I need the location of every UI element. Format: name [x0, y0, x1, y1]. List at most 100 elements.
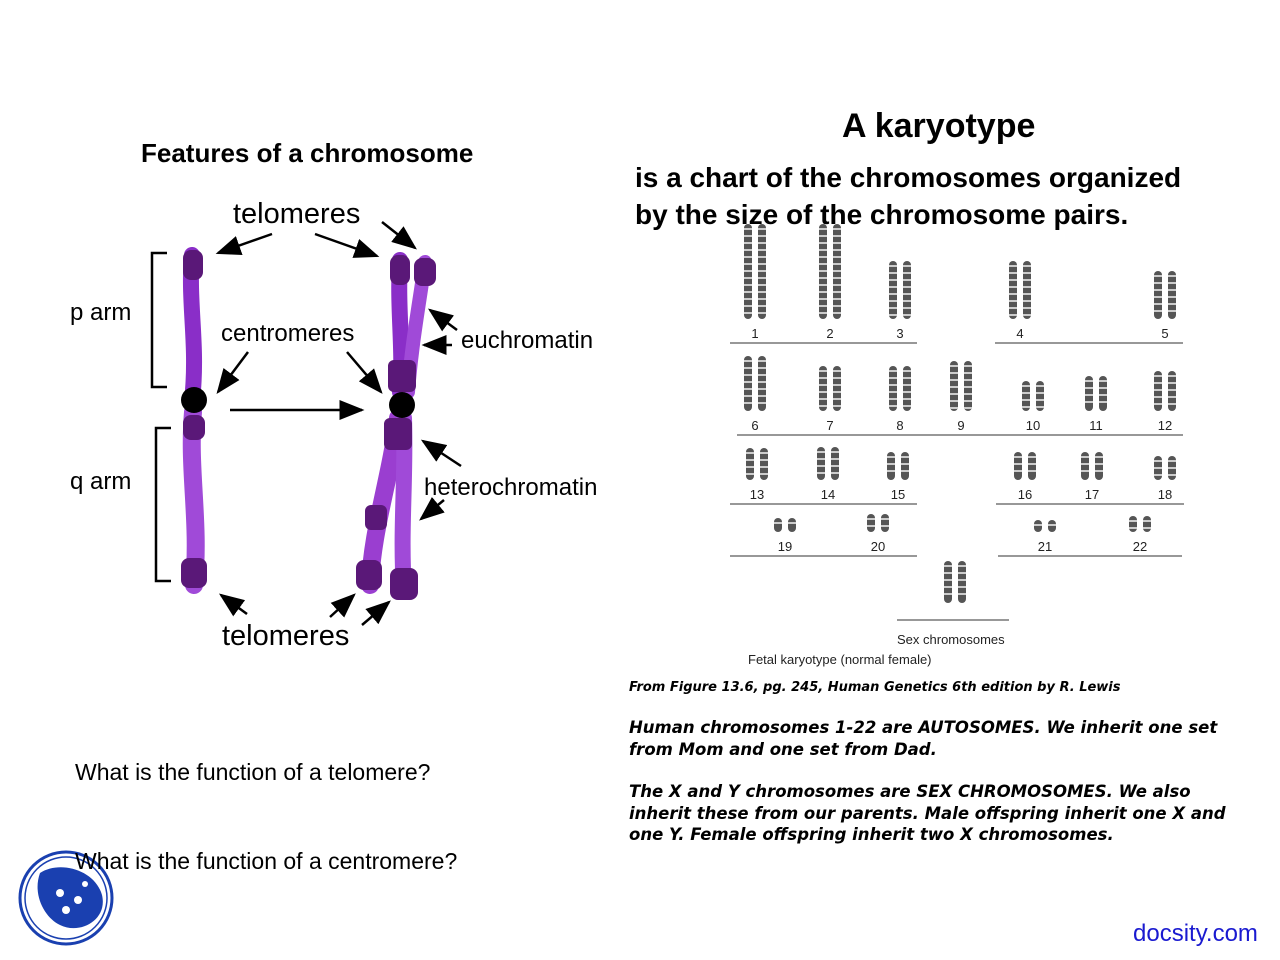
chromosome-band: [819, 270, 827, 272]
chromosome-band: [964, 386, 972, 388]
chromosome-pair: [1009, 261, 1017, 319]
chromosome-band: [833, 242, 841, 244]
chromosome-band: [950, 393, 958, 395]
chromosome-band: [903, 405, 911, 407]
chromosome-band: [903, 370, 911, 372]
docsity-link[interactable]: docsity.com: [1133, 920, 1258, 947]
chromosome-band: [758, 374, 766, 376]
figure-caption: Fetal karyotype (normal female): [748, 652, 932, 667]
chromosome-band: [1168, 389, 1176, 391]
chromosome-band: [819, 298, 827, 300]
chromosome-band: [1081, 470, 1089, 472]
chromosome-band: [964, 379, 972, 381]
chromosome-number: 14: [821, 487, 835, 502]
chromosome-band: [958, 593, 966, 595]
sex-chromosome-pair: [944, 561, 952, 603]
chromosome-band: [819, 256, 827, 258]
chromosome-band: [746, 459, 754, 461]
chromosome-band: [901, 470, 909, 472]
chromosome-band: [1085, 387, 1093, 389]
chromosome-number: 13: [750, 487, 764, 502]
chromosome-band: [758, 228, 766, 230]
chromosome-band: [833, 370, 841, 372]
chromosome-band: [1154, 389, 1162, 391]
chromosome-band: [964, 407, 972, 409]
chromosome-number: 19: [778, 539, 792, 554]
chromosome-band: [950, 400, 958, 402]
chromosome-pair: [1129, 516, 1137, 532]
chromosome-pair: [1014, 452, 1022, 480]
chromosome-band: [1023, 307, 1031, 309]
chromosome-band: [831, 451, 839, 453]
chromosome-band: [819, 228, 827, 230]
chromosome-band: [1023, 293, 1031, 295]
chromosome-band: [944, 593, 952, 595]
chromosome-band: [889, 265, 897, 267]
chromosome-band: [1143, 527, 1151, 529]
chromosome-band: [950, 372, 958, 374]
chromosome-pair: [889, 366, 897, 411]
chromosome-band: [1154, 403, 1162, 405]
chromosome-band: [833, 263, 841, 265]
chromosome-band: [758, 256, 766, 258]
chromosome-band: [1023, 279, 1031, 281]
chromosome-number: 18: [1158, 487, 1172, 502]
chromosome-band: [903, 279, 911, 281]
chromosome-band: [1023, 272, 1031, 274]
chromosome-band: [1154, 275, 1162, 277]
chromosome-band: [758, 388, 766, 390]
chromosome-band: [889, 370, 897, 372]
chromosome-band: [1028, 470, 1036, 472]
chromosome-band: [1009, 300, 1017, 302]
chromosome-pair: [887, 452, 895, 480]
chromosome-band: [744, 388, 752, 390]
chromosome-band: [881, 518, 889, 520]
chromosome-band: [903, 377, 911, 379]
chromosome-band: [833, 270, 841, 272]
chromosome-band: [758, 395, 766, 397]
chromosome-band: [889, 293, 897, 295]
chromosome-number: 21: [1038, 539, 1052, 554]
chromosome-band: [1009, 307, 1017, 309]
bracket-lines: [150, 251, 171, 583]
chromosome-band: [1081, 456, 1089, 458]
chromosome-band: [958, 572, 966, 574]
chromosome-band: [1023, 300, 1031, 302]
chromosome-band: [887, 463, 895, 465]
chromosome-band: [758, 242, 766, 244]
chromosome-band: [744, 277, 752, 279]
chromosome-band: [1168, 282, 1176, 284]
chromosome-number: 9: [957, 418, 964, 433]
chromosome-band: [819, 370, 827, 372]
chromosome-number: 3: [896, 326, 903, 341]
chromosome-number: 22: [1133, 539, 1147, 554]
chromosome-band: [903, 293, 911, 295]
chromosome-band: [903, 314, 911, 316]
chromosome-band: [1036, 399, 1044, 401]
chromosome-band: [1023, 265, 1031, 267]
chromosome-band: [1099, 401, 1107, 403]
chromosome-pair: [1081, 452, 1089, 480]
chromosome-number: 15: [891, 487, 905, 502]
chromosome-band: [744, 256, 752, 258]
chromosome-band: [1036, 392, 1044, 394]
chromosome-band: [831, 465, 839, 467]
chromosome-band: [1154, 296, 1162, 298]
chromosome-band: [950, 386, 958, 388]
chromosome-band: [744, 235, 752, 237]
chromosome-band: [1168, 296, 1176, 298]
chromosome-band: [819, 291, 827, 293]
chromosome-number: 10: [1026, 418, 1040, 433]
chromosome-band: [817, 458, 825, 460]
chromosome-band: [758, 277, 766, 279]
chromosome-number: 20: [871, 539, 885, 554]
chromosome-band: [833, 312, 841, 314]
chromosome-band: [746, 452, 754, 454]
chromosome-number: 4: [1016, 326, 1023, 341]
chromosome-band: [1009, 265, 1017, 267]
sex-chromosomes-label: Sex chromosomes: [897, 632, 1005, 647]
autosomes-paragraph: Human chromosomes 1-22 are AUTOSOMES. We…: [629, 718, 1218, 759]
chromosome-band: [1028, 456, 1036, 458]
chromosome-band: [1028, 463, 1036, 465]
chromosome-band: [889, 384, 897, 386]
